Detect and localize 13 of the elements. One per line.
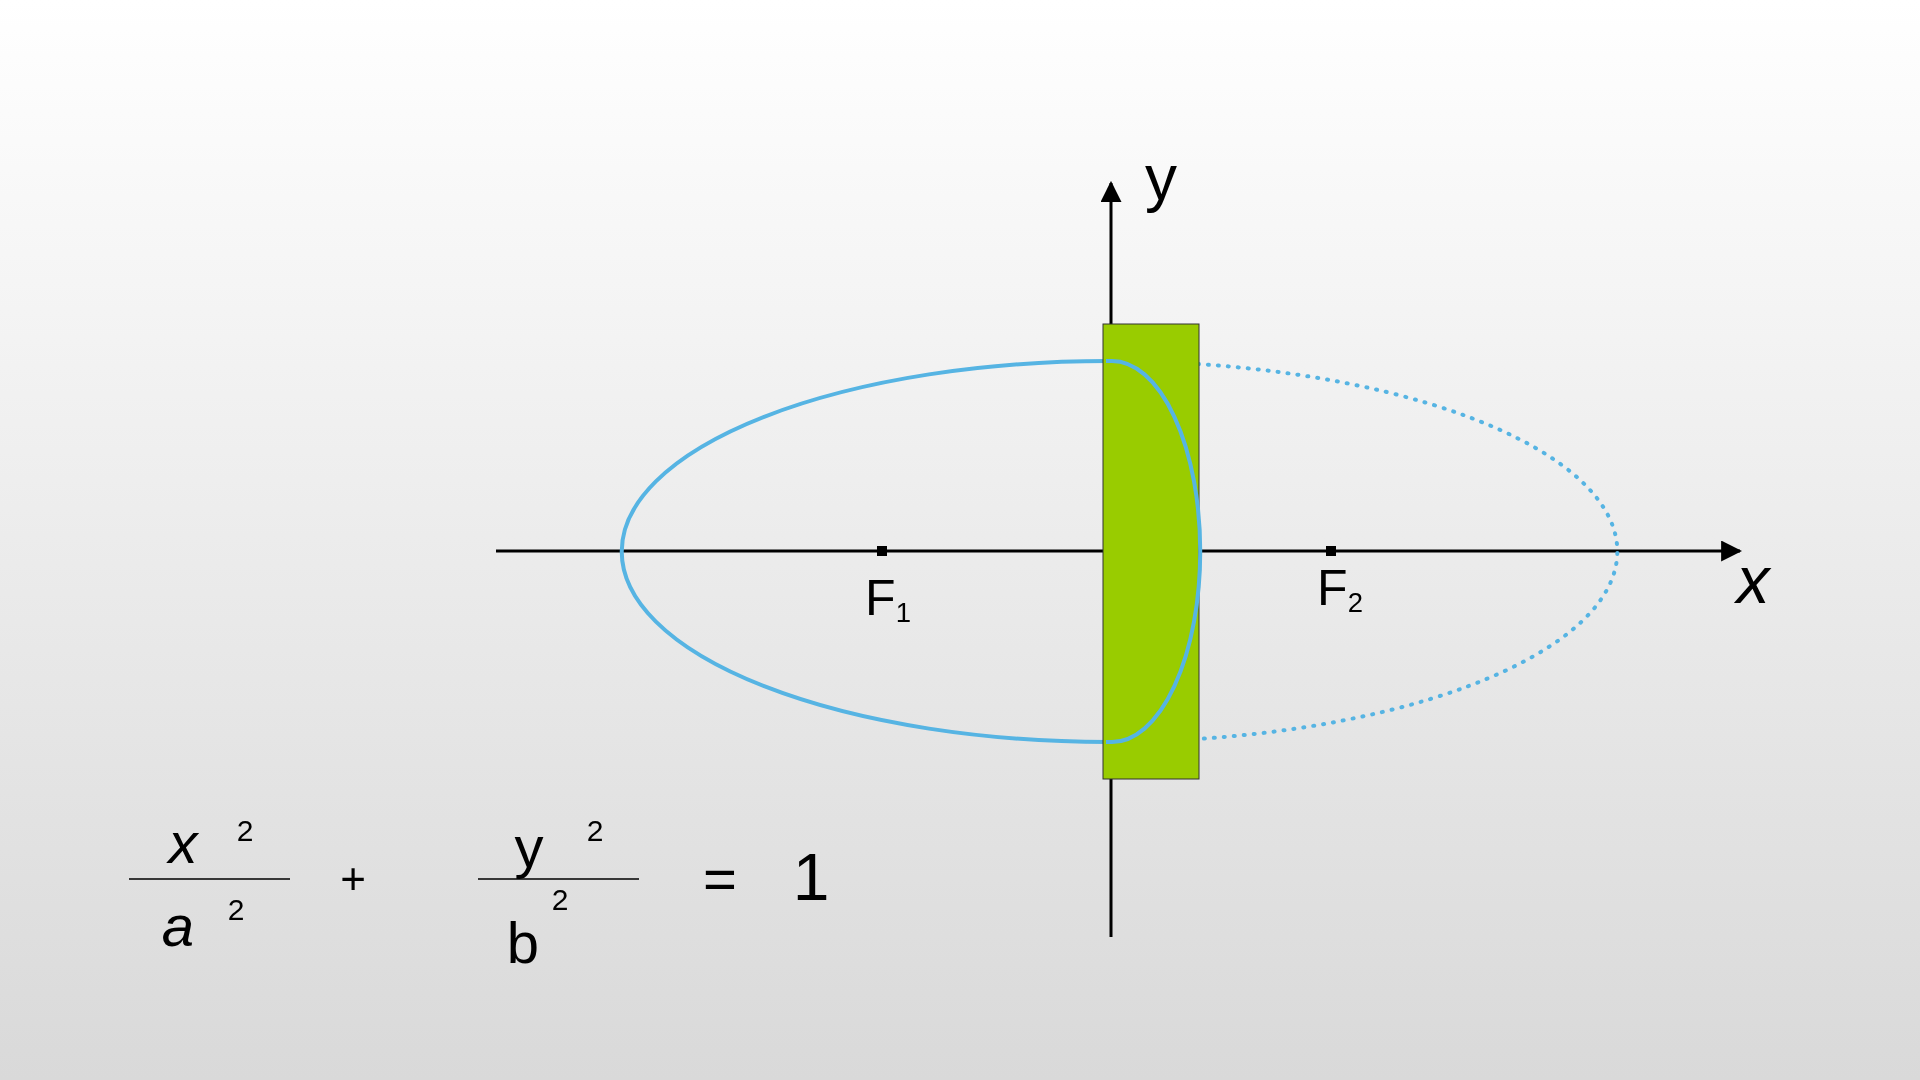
math-label: x [1736,547,1770,613]
math-label: F$_{1}$ [865,573,911,623]
math-label: b [506,914,540,972]
math-label: 2 [227,895,245,925]
math-label: = [703,850,737,908]
math-label: 2 [551,885,569,915]
math-label: 1 [792,844,830,910]
math-label: + [340,857,366,901]
math-label: 2 [586,816,604,846]
math-label: a [161,897,195,955]
math-label: x [168,814,198,872]
math-label: F$_{2}$ [1317,563,1363,613]
math-label: 2 [236,816,254,846]
